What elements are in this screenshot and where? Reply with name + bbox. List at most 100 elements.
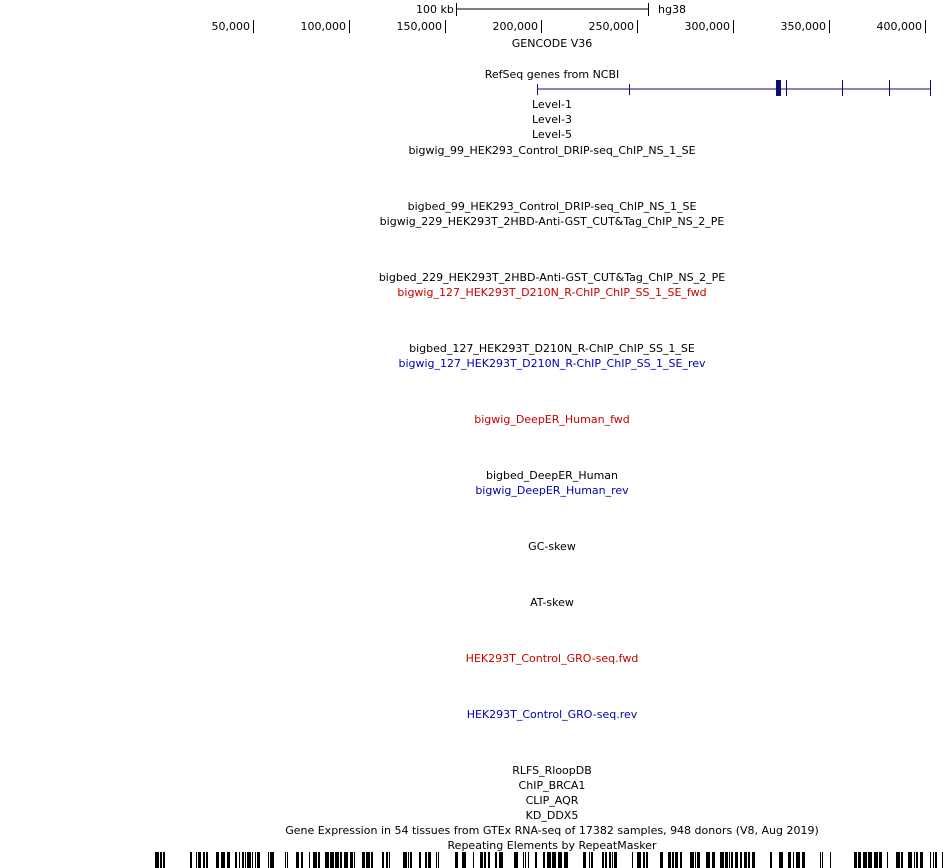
track-label-chip-brca1[interactable]: ChIP_BRCA1 bbox=[518, 779, 586, 792]
repeat-element bbox=[632, 852, 633, 868]
track-label-deeper-bigbed[interactable]: bigbed_DeepER_Human bbox=[485, 469, 619, 482]
repeat-element bbox=[285, 852, 286, 868]
track-label-at-skew[interactable]: AT-skew bbox=[530, 596, 574, 609]
repeat-element bbox=[920, 852, 923, 868]
repeat-element bbox=[221, 852, 225, 868]
repeat-element bbox=[330, 852, 334, 868]
repeat-element bbox=[660, 852, 663, 868]
repeat-element bbox=[206, 852, 208, 868]
track-label-gc-skew[interactable]: GC-skew bbox=[528, 540, 576, 553]
repeat-element bbox=[933, 852, 934, 868]
track-label-level-5[interactable]: Level-5 bbox=[531, 128, 573, 141]
repeat-element bbox=[802, 852, 805, 868]
track-label-bigwig-99[interactable]: bigwig_99_HEK293_Control_DRIP-seq_ChIP_N… bbox=[408, 144, 696, 157]
track-label-level-1[interactable]: Level-1 bbox=[531, 98, 573, 111]
repeat-element bbox=[605, 852, 607, 868]
repeat-element bbox=[318, 852, 320, 868]
repeat-element bbox=[740, 852, 742, 868]
repeat-element bbox=[535, 852, 537, 868]
track-label-gro-seq-fwd[interactable]: HEK293T_Control_GRO-seq.fwd bbox=[465, 652, 639, 665]
track-label-bigbed-127[interactable]: bigbed_127_HEK293T_D210N_R-ChIP_ChIP_SS_… bbox=[409, 342, 695, 355]
repeat-element bbox=[589, 852, 590, 868]
repeat-element bbox=[725, 852, 728, 868]
repeat-element bbox=[313, 852, 317, 868]
repeat-element bbox=[514, 852, 518, 868]
repeat-element bbox=[160, 852, 162, 868]
repeat-element bbox=[499, 852, 503, 868]
repeat-element bbox=[697, 852, 700, 868]
repeatmasker-features bbox=[155, 852, 943, 868]
repeat-element bbox=[410, 852, 412, 868]
track-label-bigwig-127-rev[interactable]: bigwig_127_HEK293T_D210N_R-ChIP_ChIP_SS_… bbox=[398, 357, 706, 370]
repeat-element bbox=[942, 852, 943, 868]
repeat-element bbox=[382, 852, 384, 868]
repeat-element bbox=[155, 852, 159, 868]
track-label-gencode[interactable]: GENCODE V36 bbox=[511, 37, 593, 50]
repeat-element bbox=[473, 852, 474, 868]
repeat-element bbox=[729, 852, 730, 868]
repeat-element bbox=[190, 852, 192, 868]
repeat-element bbox=[484, 852, 486, 868]
repeat-element bbox=[344, 852, 348, 868]
repeat-element bbox=[788, 852, 791, 868]
refseq-gene-track[interactable] bbox=[0, 0, 950, 100]
track-label-clip-aqr[interactable]: CLIP_AQR bbox=[525, 794, 579, 807]
track-label-bigbed-99[interactable]: bigbed_99_HEK293_Control_DRIP-seq_ChIP_N… bbox=[407, 200, 697, 213]
repeat-element bbox=[163, 852, 165, 868]
repeat-element bbox=[583, 852, 586, 868]
repeat-element bbox=[268, 852, 269, 868]
track-label-rlfs[interactable]: RLFS_RloopDB bbox=[512, 764, 592, 777]
repeat-element bbox=[668, 852, 671, 868]
repeat-element bbox=[858, 852, 861, 868]
track-label-level-3[interactable]: Level-3 bbox=[531, 113, 573, 126]
scale-bar-label: 100 kb bbox=[416, 3, 454, 16]
repeat-element bbox=[528, 852, 529, 868]
track-label-bigwig-229[interactable]: bigwig_229_HEK293T_2HBD-Anti-GST_CUT&Tag… bbox=[379, 215, 725, 228]
repeat-element bbox=[425, 852, 427, 868]
repeat-element bbox=[495, 852, 497, 868]
repeat-element bbox=[350, 852, 353, 868]
repeat-element bbox=[325, 852, 329, 868]
repeat-element bbox=[672, 852, 674, 868]
repeat-element bbox=[408, 852, 409, 868]
track-label-gtex[interactable]: Gene Expression in 54 tissues from GTEx … bbox=[285, 824, 819, 837]
ruler-svg bbox=[253, 3, 926, 33]
repeat-element bbox=[796, 852, 800, 868]
ruler-ticks bbox=[253, 20, 926, 33]
repeatmasker-track[interactable] bbox=[0, 852, 950, 868]
repeat-element bbox=[720, 852, 724, 868]
repeat-element bbox=[896, 852, 900, 868]
repeat-element bbox=[646, 852, 648, 868]
ruler-tick-label: 250,000 bbox=[588, 20, 635, 33]
repeat-element bbox=[354, 852, 355, 868]
repeat-element bbox=[196, 852, 197, 868]
track-label-deeper-rev[interactable]: bigwig_DeepER_Human_rev bbox=[475, 484, 629, 497]
track-label-bigwig-127-fwd[interactable]: bigwig_127_HEK293T_D210N_R-ChIP_ChIP_SS_… bbox=[397, 286, 707, 299]
repeat-element bbox=[362, 852, 365, 868]
track-label-deeper-fwd[interactable]: bigwig_DeepER_Human_fwd bbox=[474, 413, 630, 426]
repeat-element bbox=[735, 852, 738, 868]
repeat-element bbox=[543, 852, 545, 868]
repeat-element bbox=[301, 852, 303, 868]
repeat-element bbox=[695, 852, 696, 868]
repeat-element bbox=[488, 852, 490, 868]
repeat-element bbox=[887, 852, 888, 868]
repeat-element bbox=[602, 852, 604, 868]
repeat-element bbox=[335, 852, 339, 868]
repeat-element bbox=[706, 852, 710, 868]
track-label-repeatmasker[interactable]: Repeating Elements by RepeatMasker bbox=[447, 839, 657, 852]
repeat-element bbox=[935, 852, 937, 868]
repeat-element bbox=[257, 852, 260, 868]
track-label-bigbed-229[interactable]: bigbed_229_HEK293T_2HBD-Anti-GST_CUT&Tag… bbox=[378, 271, 726, 284]
track-label-refseq[interactable]: RefSeq genes from NCBI bbox=[484, 68, 620, 81]
ruler-tick-label: 400,000 bbox=[876, 20, 923, 33]
repeat-element bbox=[296, 852, 299, 868]
track-label-gro-seq-rev[interactable]: HEK293T_Control_GRO-seq.rev bbox=[466, 708, 638, 721]
repeat-element bbox=[455, 852, 458, 868]
repeat-element bbox=[523, 852, 524, 868]
repeat-element bbox=[643, 852, 645, 868]
repeat-element bbox=[793, 852, 794, 868]
repeat-element bbox=[854, 852, 857, 868]
repeat-element bbox=[245, 852, 246, 868]
track-label-kd-ddx5[interactable]: KD_DDX5 bbox=[525, 809, 579, 822]
